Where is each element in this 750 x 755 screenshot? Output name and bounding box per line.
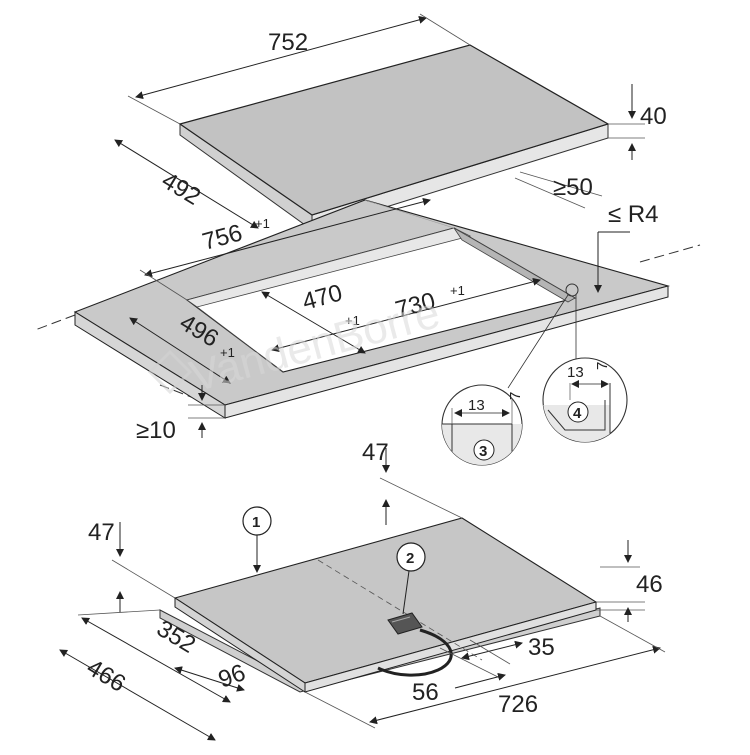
detail-4-width: 13 (567, 364, 584, 381)
detail-circle-3: 13 7 3 (441, 384, 524, 466)
detail-3-width: 13 (468, 397, 485, 414)
dim-label-47-left: 47 (88, 519, 115, 546)
dim-tol-496: +1 (220, 345, 235, 360)
detail-4-height: 7 (594, 362, 611, 370)
dim-label-96: 96 (215, 659, 249, 694)
dim-label-492: 492 (157, 167, 205, 211)
dim-label-35: 35 (528, 634, 555, 661)
marker-1-label: 1 (252, 514, 260, 531)
marker-2 (396, 542, 426, 572)
detail-4-number: 4 (573, 405, 582, 422)
detail-3-number: 3 (479, 443, 487, 460)
dim-line-756 (144, 197, 431, 278)
hob-top-panel (178, 44, 610, 231)
dim-label-466: 466 (82, 654, 130, 698)
dim-tol-730: +1 (450, 283, 465, 298)
dim-label-470: 470 (300, 279, 346, 315)
dim-label-726: 726 (498, 691, 538, 718)
dim-label-40: 40 (640, 103, 667, 130)
detail-circle-4: 13 7 4 (542, 357, 628, 443)
dim-label-46: 46 (636, 571, 663, 598)
dim-line-730 (271, 277, 541, 353)
dim-label-min-10: ≥10 (136, 417, 176, 444)
marker-2-label: 2 (406, 550, 414, 567)
detail-3-height: 7 (507, 392, 524, 400)
dim-line-726 (369, 645, 661, 725)
dim-label-352: 352 (152, 615, 200, 659)
dim-label-47-top: 47 (362, 439, 389, 466)
dim-line-496 (129, 317, 231, 384)
dim-label-752: 752 (268, 29, 308, 56)
dim-label-56: 56 (412, 679, 439, 706)
dim-line-466 (59, 649, 216, 741)
connection-terminal (387, 612, 423, 635)
dim-line-752 (135, 15, 427, 100)
corner-marker (565, 283, 579, 297)
dim-label-radius: ≤ R4 (608, 201, 659, 228)
dim-label-min-50: ≥50 (553, 174, 593, 201)
dim-tol-756: +1 (255, 216, 270, 231)
